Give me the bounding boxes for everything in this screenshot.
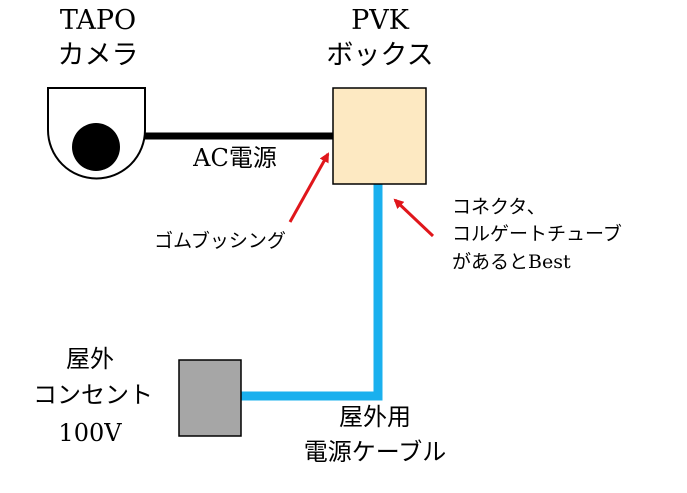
connector-note-line2: コルゲートチューブ (452, 223, 622, 245)
outlet-label-line2: コンセント (33, 381, 153, 409)
ac-power-label: AC電源 (193, 144, 277, 172)
outdoor-power-cable (240, 183, 383, 401)
connector-arrow (393, 198, 435, 238)
bushing-arrow (288, 152, 330, 223)
connector-note-line1: コネクタ、 (452, 196, 546, 218)
bushing-label: ゴムブッシング (154, 230, 286, 252)
outlet-label-line3: 100V (58, 419, 122, 447)
camera-label-line1: TAPO (59, 5, 137, 36)
box-label-line2: ボックス (326, 40, 434, 71)
outlet-label-line1: 屋外 (66, 345, 114, 373)
connector-note-line3: があるとBest (452, 251, 571, 273)
camera-lens (72, 123, 120, 171)
box-label-line1: PVK (351, 5, 409, 36)
pvk-box (332, 87, 427, 185)
outdoor-outlet (178, 359, 242, 437)
outdoor-cable-label-line2: 電源ケーブル (303, 438, 447, 466)
camera-label-line2: カメラ (57, 40, 139, 71)
outdoor-cable-label-line1: 屋外用 (339, 403, 411, 431)
